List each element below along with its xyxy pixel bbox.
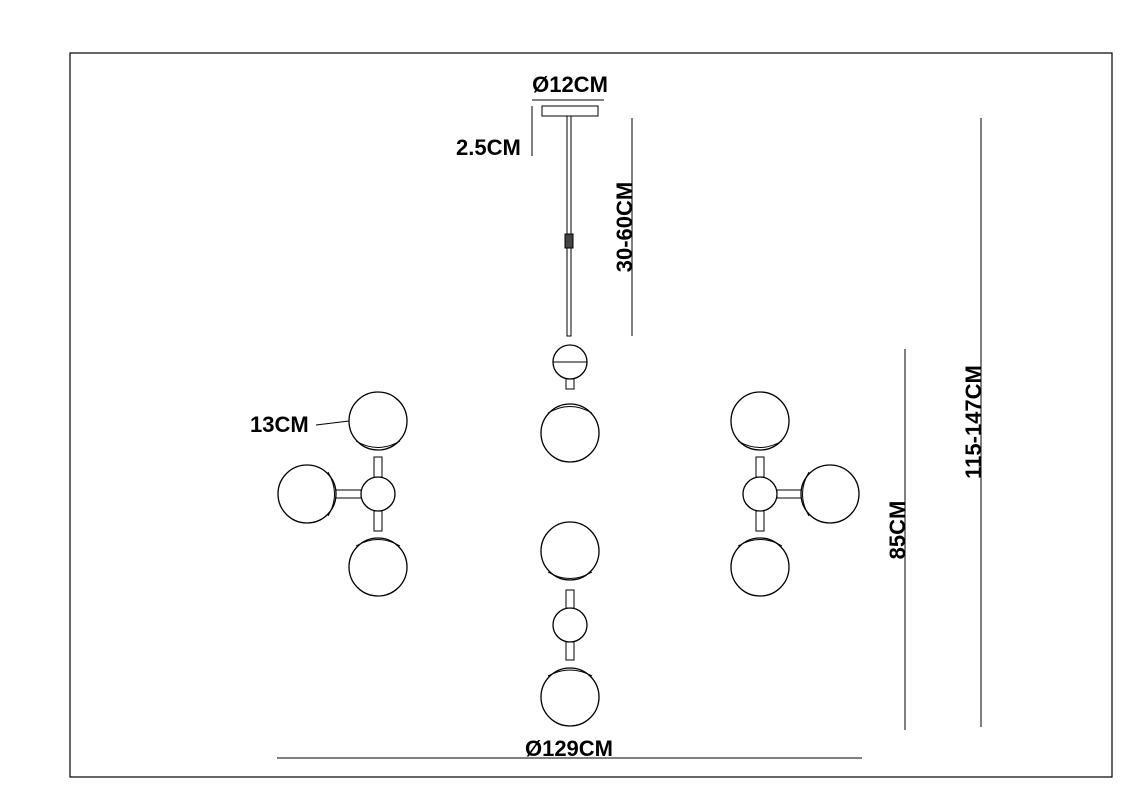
rod-coupler (564, 233, 574, 249)
hub-bottom (552, 589, 588, 661)
globe-top-center (540, 403, 600, 463)
suspension-rod (564, 115, 574, 337)
drawing-frame (69, 52, 1113, 778)
globe-left-side (277, 464, 337, 524)
rod-length-label: 30-60CM (612, 182, 637, 272)
globe-left-top (348, 391, 408, 451)
globe-left-bottom (348, 537, 408, 597)
globe-diameter-leader (315, 420, 350, 426)
hub-top (552, 344, 588, 390)
overall-height-label: 115-147CM (961, 365, 986, 479)
hub-right (742, 456, 803, 532)
globe-middle-center (540, 521, 600, 581)
hub-left (335, 456, 396, 532)
globe-right-side (800, 464, 860, 524)
body-height-label: 85CM (885, 501, 910, 560)
ceiling-canopy (531, 99, 604, 156)
frame-arms (392, 370, 747, 615)
globe-diameter-label: 13CM (250, 412, 309, 437)
canopy-height-label: 2.5CM (456, 135, 521, 160)
globe-bottom-center (540, 667, 600, 727)
overall-diameter-label: Ø129CM (525, 736, 613, 761)
canopy-diameter-label: Ø12CM (532, 72, 608, 97)
globe-right-top (730, 391, 790, 451)
globe-right-bottom (730, 537, 790, 597)
